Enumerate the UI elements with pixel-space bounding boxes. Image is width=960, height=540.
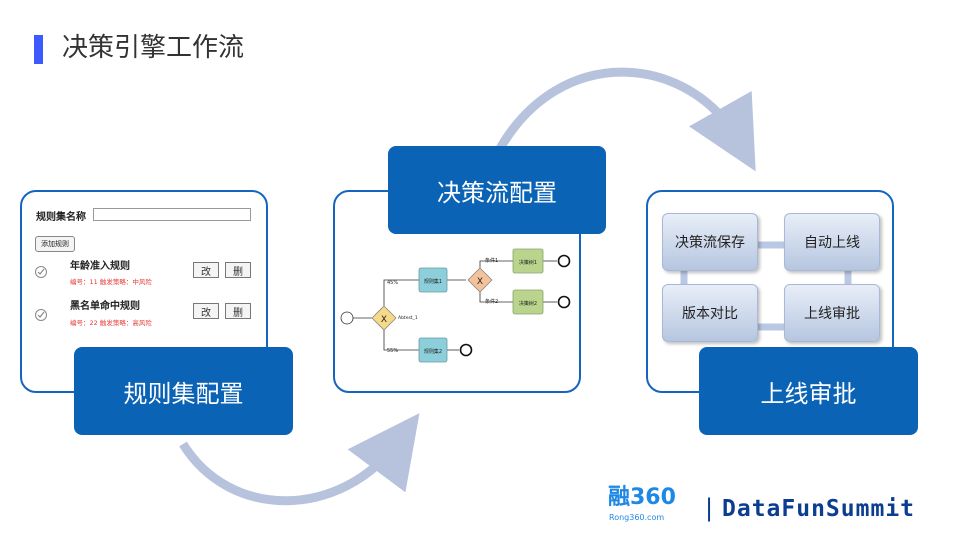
check-icon	[34, 307, 48, 321]
add-rule-button[interactable]: 添加规则	[35, 236, 75, 252]
flow-caption: 决策流配置	[388, 146, 606, 234]
page-title: 决策引擎工作流	[62, 33, 245, 63]
deploy-box-auto: 自动上线	[784, 213, 880, 271]
deploy-caption: 上线审批	[699, 347, 918, 435]
branch-label: 45%	[387, 280, 398, 286]
ruleset-label: 规则集1	[424, 278, 442, 285]
arrow-top	[494, 67, 756, 172]
end-event	[459, 343, 473, 357]
rule-name: 年龄准入规则	[70, 261, 130, 272]
branch-label: 条件1	[485, 257, 498, 264]
title-accent-bar	[34, 35, 43, 64]
footer-separator: |	[705, 494, 714, 522]
check-icon	[34, 264, 48, 278]
gateway-shape	[467, 267, 493, 293]
decision-label: 决策树2	[519, 300, 537, 307]
gateway-caption: Abtest_1	[398, 315, 418, 321]
gateway-shape	[371, 305, 397, 331]
decision-node	[512, 289, 544, 315]
rule-meta: 编号：11 触发策略：中风险	[70, 278, 152, 286]
rules-caption: 规则集配置	[74, 347, 293, 435]
deploy-box-compare: 版本对比	[662, 284, 758, 342]
delete-rule-button[interactable]: 删	[225, 303, 251, 319]
ruleset-name-input[interactable]	[93, 208, 251, 221]
end-event	[557, 295, 571, 309]
rong360-url: Rong360.com	[609, 513, 665, 522]
edit-rule-button[interactable]: 改	[193, 262, 219, 278]
deploy-box-save: 决策流保存	[662, 213, 758, 271]
datafun-logo: DataFunSummit	[722, 496, 916, 522]
gateway-label: X	[381, 315, 387, 325]
arrow-bottom	[179, 413, 420, 506]
ruleset-label: 规则集2	[424, 348, 442, 355]
decision-node	[512, 248, 544, 274]
delete-rule-button[interactable]: 删	[225, 262, 251, 278]
end-event	[557, 254, 571, 268]
decision-label: 决策树1	[519, 259, 537, 266]
ruleset-name-label: 规则集名称	[36, 212, 86, 223]
deploy-box-approve: 上线审批	[784, 284, 880, 342]
branch-label: 55%	[387, 348, 398, 354]
ruleset-node	[418, 337, 448, 363]
rong360-logo: 融360	[608, 485, 676, 510]
flow-diagram: X Abtest_1 X 规则集1 规则集2 决策树1 决策树2 45% 55%…	[340, 248, 571, 363]
rule-name: 黑名单命中规则	[70, 301, 140, 312]
ruleset-node	[418, 267, 448, 293]
edit-rule-button[interactable]: 改	[193, 303, 219, 319]
rule-meta: 编号：22 触发策略：高风险	[70, 319, 152, 327]
branch-label: 条件2	[485, 298, 498, 305]
gateway-label: X	[477, 277, 483, 287]
